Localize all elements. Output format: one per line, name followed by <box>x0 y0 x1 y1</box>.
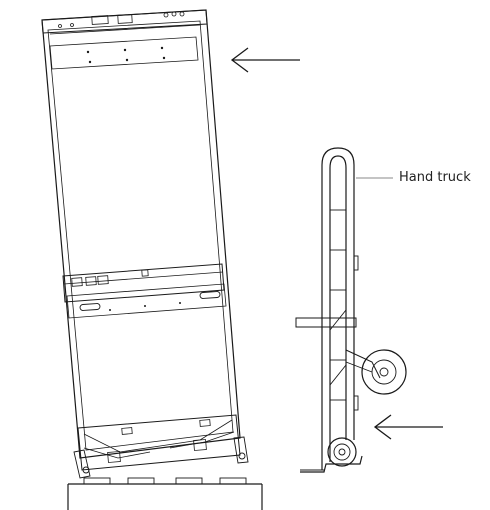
refrigerator <box>41 9 249 479</box>
hand-truck-axle-arm <box>345 349 381 379</box>
lower-panel-screws <box>109 302 181 311</box>
hand-truck <box>295 147 407 473</box>
right-slot <box>199 291 221 299</box>
hand-truck-clips <box>353 255 359 411</box>
floor-platform <box>67 477 263 510</box>
hand-truck-small-wheel <box>327 437 357 467</box>
middle-divider <box>62 263 225 303</box>
left-slot <box>79 303 101 311</box>
lower-panel <box>66 283 227 319</box>
base-brackets <box>83 419 235 463</box>
arrow-left-icon <box>373 414 443 440</box>
hand-truck-frame-outer <box>321 147 355 470</box>
hand-truck-grip-bar <box>295 317 357 328</box>
top-hinge-strip <box>41 9 208 34</box>
middle-hardware <box>71 269 149 287</box>
base-frame <box>77 414 241 471</box>
hand-truck-large-wheel <box>361 349 407 395</box>
top-hardware-details <box>49 11 201 35</box>
hand-truck-toe-plate <box>300 455 363 473</box>
upper-door-panel <box>49 36 199 70</box>
fridge-feet <box>73 436 249 479</box>
hand-truck-label: Hand truck <box>399 170 471 185</box>
hand-truck-frame-inner <box>329 155 347 462</box>
upper-door-screws <box>86 46 166 64</box>
fridge-cabinet <box>41 9 241 459</box>
hand-truck-braces <box>329 209 347 401</box>
arrow-left-icon <box>230 47 300 73</box>
fridge-inner-frame <box>47 20 234 451</box>
